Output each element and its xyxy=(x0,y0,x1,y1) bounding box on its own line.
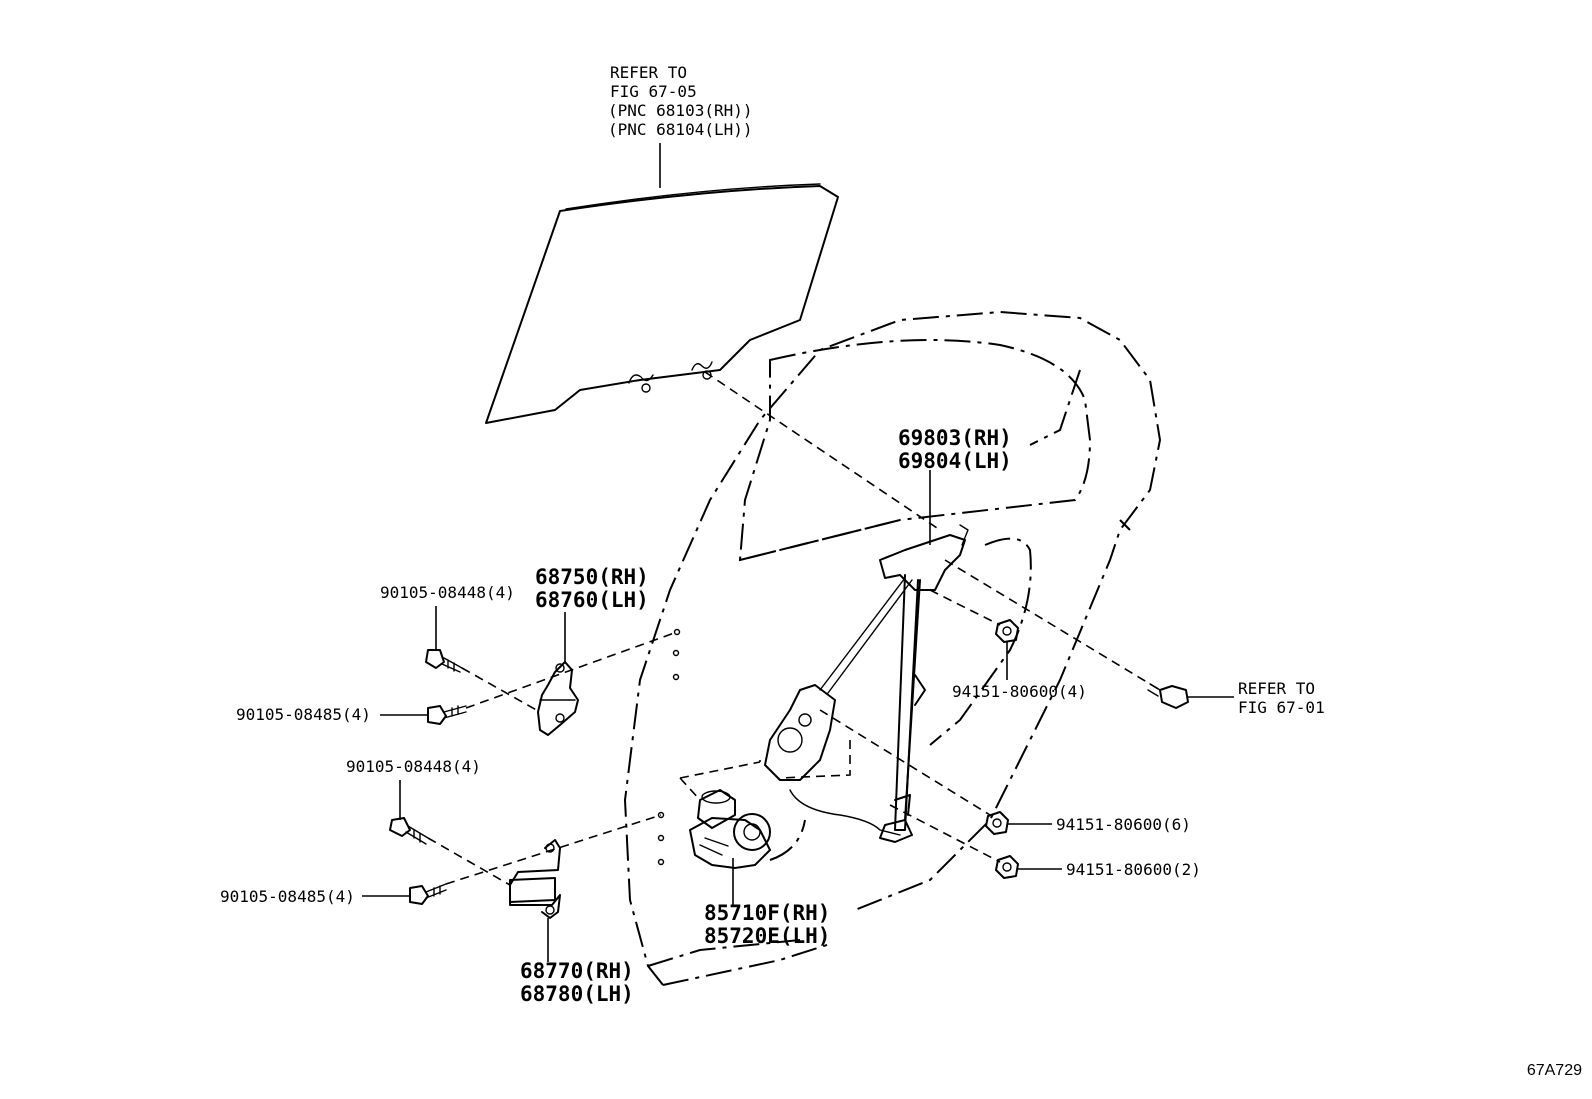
bolt-lower-2 xyxy=(409,883,447,905)
relation-lines xyxy=(427,371,1161,886)
nut-2-label: 94151-80600(6) xyxy=(1056,815,1191,834)
bolt-lower-1-label: 90105-08448(4) xyxy=(346,757,481,776)
bolt-upper-1 xyxy=(425,649,463,673)
upper-hinge xyxy=(537,661,579,736)
bolt-ref-line2: FIG 67-01 xyxy=(1238,698,1325,717)
regulator-label-rh: 69803(RH) xyxy=(898,426,1012,450)
bolt-ref-line1: REFER TO xyxy=(1238,679,1315,698)
bolt-lower-1 xyxy=(389,817,429,845)
motor-label-lh: 85720E(LH) xyxy=(704,924,830,948)
bolt-upper-2-label: 90105-08485(4) xyxy=(236,705,371,724)
lower-hinge-label-rh: 68770(RH) xyxy=(520,959,634,983)
glass-ref-line3: (PNC 68103(RH)) xyxy=(608,101,753,120)
regulator-motor xyxy=(689,789,771,869)
upper-hinge-label-lh: 68760(LH) xyxy=(535,588,649,612)
bolt-lower-2-label: 90105-08485(4) xyxy=(220,887,355,906)
hinge-holes xyxy=(657,628,681,866)
leader-lines xyxy=(362,143,1234,962)
nut-1-label: 94151-80600(4) xyxy=(952,682,1087,701)
nut-2 xyxy=(985,811,1009,835)
glass-ref-line1: REFER TO xyxy=(610,63,687,82)
door-glass xyxy=(485,183,839,424)
bolt-ref xyxy=(1147,683,1189,709)
nut-1 xyxy=(995,619,1019,643)
nut-3-label: 94151-80600(2) xyxy=(1066,860,1201,879)
window-regulator xyxy=(764,524,969,843)
bolt-upper-2 xyxy=(427,705,467,725)
lower-hinge xyxy=(509,839,561,919)
regulator-label-lh: 69804(LH) xyxy=(898,449,1012,473)
figure-code: 67A729 xyxy=(1527,1062,1582,1079)
upper-hinge-label-rh: 68750(RH) xyxy=(535,565,649,589)
glass-ref-line4: (PNC 68104(LH)) xyxy=(608,120,753,139)
nut-3 xyxy=(995,855,1019,879)
door-outline xyxy=(623,310,1162,986)
motor-label-rh: 85710F(RH) xyxy=(704,901,830,925)
glass-ref-line2: FIG 67-05 xyxy=(610,82,697,101)
lower-hinge-label-lh: 68780(LH) xyxy=(520,982,634,1006)
bolt-upper-1-label: 90105-08448(4) xyxy=(380,583,515,602)
